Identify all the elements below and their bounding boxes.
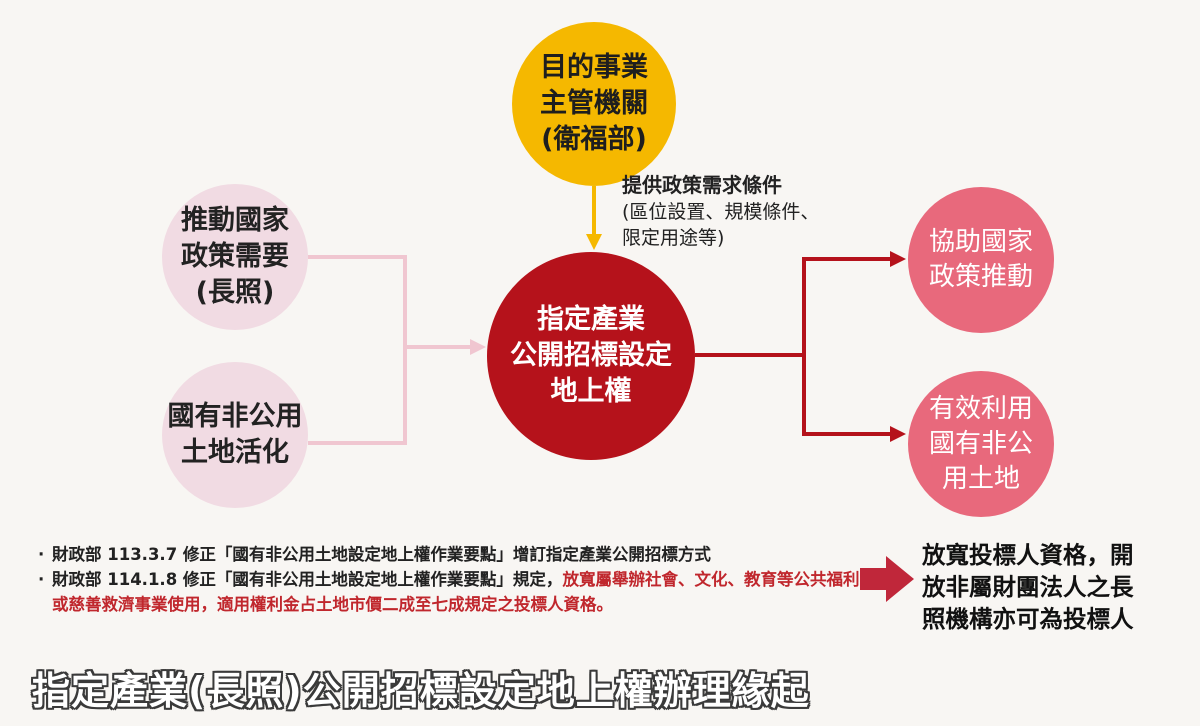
center-line-2: 公開招標設定 bbox=[510, 340, 672, 371]
note-2-highlight: 放寬屬舉辦社會、文化、教育等公共福利或慈善救濟事業使用，適用權利金占土地市價二成… bbox=[52, 570, 860, 614]
outcome-arrow-icon bbox=[860, 556, 914, 602]
left-arrowhead bbox=[470, 339, 486, 355]
note-2-prefix: 財政部 114.1.8 修正「國有非公用土地設定地上權作業要點」規定， bbox=[52, 570, 563, 589]
policy-label-detail-2: 限定用途等) bbox=[622, 227, 725, 249]
right-lower-connector bbox=[802, 355, 890, 436]
policy-need-line-3: (長照) bbox=[195, 277, 275, 308]
center-node: 指定產業 公開招標設定 地上權 bbox=[487, 252, 695, 460]
center-line-1: 指定產業 bbox=[537, 304, 645, 335]
assist-line-2: 政策推動 bbox=[928, 262, 1033, 292]
land-use-node: 國有非公用 土地活化 bbox=[162, 362, 308, 508]
land-use-line-2: 土地活化 bbox=[181, 437, 289, 468]
policy-label-detail-1: (區位設置、規模條件、 bbox=[622, 201, 820, 223]
right-upper-connector bbox=[802, 257, 890, 355]
policy-label: 提供政策需求條件 (區位設置、規模條件、 限定用途等) bbox=[622, 171, 819, 251]
left-bracket-connector bbox=[308, 255, 407, 445]
authority-line-2: 主管機關 bbox=[540, 88, 648, 119]
assist-line-1: 協助國家 bbox=[928, 227, 1033, 257]
outcome-line-3: 照機構亦可為投標人 bbox=[922, 605, 1134, 633]
policy-need-line-1: 推動國家 bbox=[181, 205, 289, 236]
note-item-2: 財政部 114.1.8 修正「國有非公用土地設定地上權作業要點」規定，放寬屬舉辦… bbox=[38, 567, 868, 617]
land-use-line-1: 國有非公用 bbox=[167, 401, 303, 432]
notes-list: 財政部 113.3.7 修正「國有非公用土地設定地上權作業要點」增訂指定產業公開… bbox=[38, 542, 868, 617]
right-lower-arrowhead bbox=[890, 426, 906, 442]
effective-line-2: 國有非公 bbox=[928, 428, 1033, 459]
top-arrowhead bbox=[586, 234, 602, 250]
page-title: 指定產業(長照)公開招標設定地上權辦理緣起 bbox=[32, 669, 810, 713]
authority-line-3: (衛福部) bbox=[541, 124, 647, 155]
center-line-3: 地上權 bbox=[550, 376, 632, 407]
note-item-1: 財政部 113.3.7 修正「國有非公用土地設定地上權作業要點」增訂指定產業公開… bbox=[38, 542, 868, 567]
right-upper-arrowhead bbox=[890, 251, 906, 267]
outcome-text: 放寬投標人資格，開 放非屬財團法人之長 照機構亦可為投標人 bbox=[922, 539, 1184, 635]
effective-line-1: 有效利用 bbox=[928, 393, 1033, 424]
policy-label-title: 提供政策需求條件 bbox=[622, 173, 782, 197]
effective-line-3: 用土地 bbox=[941, 463, 1020, 494]
outcome-line-1: 放寬投標人資格，開 bbox=[922, 541, 1134, 569]
policy-need-line-2: 政策需要 bbox=[181, 241, 289, 272]
authority-line-1: 目的事業 bbox=[540, 52, 648, 83]
effective-use-node: 有效利用 國有非公 用土地 bbox=[908, 371, 1054, 517]
outcome-line-2: 放非屬財團法人之長 bbox=[922, 573, 1134, 601]
authority-node: 目的事業 主管機關 (衛福部) bbox=[512, 22, 676, 186]
policy-need-node: 推動國家 政策需要 (長照) bbox=[162, 184, 308, 330]
note-1-text: 財政部 113.3.7 修正「國有非公用土地設定地上權作業要點」增訂指定產業公開… bbox=[52, 545, 711, 564]
assist-node: 協助國家 政策推動 bbox=[908, 187, 1054, 333]
